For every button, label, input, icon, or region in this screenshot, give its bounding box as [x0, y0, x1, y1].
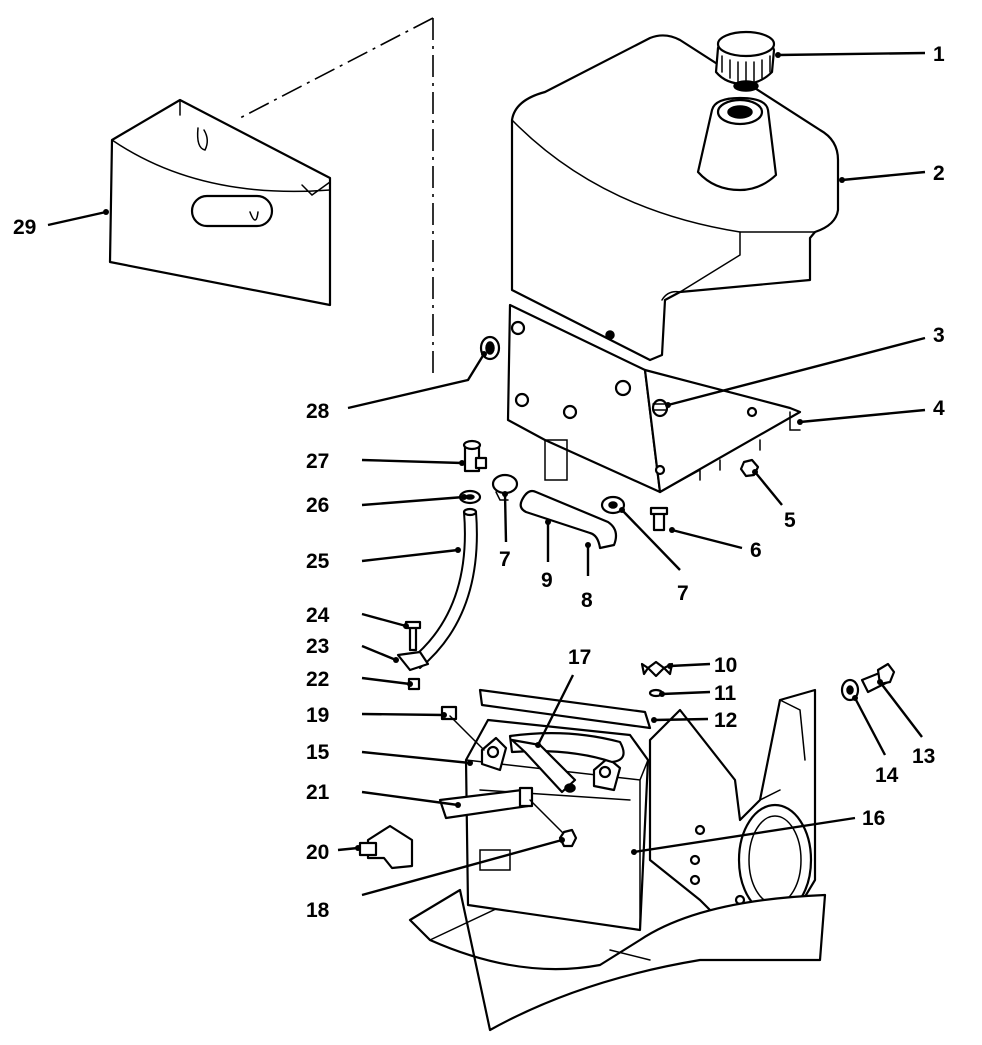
battery — [464, 718, 650, 932]
fuel-tank — [510, 34, 840, 362]
callout-16: 16 — [862, 807, 885, 830]
callout-18: 18 — [306, 899, 330, 922]
callout-11: 11 — [714, 682, 737, 705]
alignment-line — [239, 17, 434, 378]
callout-19: 19 — [306, 704, 329, 727]
callout-13: 13 — [912, 745, 935, 768]
callout-17: 17 — [568, 646, 591, 669]
callout-26: 26 — [306, 494, 329, 517]
callout-29: 29 — [13, 216, 36, 239]
callout-24: 24 — [306, 604, 330, 627]
callout-12: 12 — [714, 709, 737, 732]
callout-2: 2 — [933, 162, 945, 185]
callout-25: 25 — [306, 550, 330, 573]
fuel-line — [409, 507, 478, 669]
callout-9: 9 — [541, 569, 553, 592]
cable-hardware — [358, 705, 578, 870]
callout-5: 5 — [784, 509, 796, 532]
callout-6: 6 — [750, 539, 762, 562]
callout-23: 23 — [306, 635, 329, 658]
callout-4: 4 — [933, 397, 945, 420]
callout-15: 15 — [306, 741, 330, 764]
callout-7-right: 7 — [677, 582, 689, 605]
callout-27: 27 — [306, 450, 329, 473]
callout-10: 10 — [714, 654, 737, 677]
line-clamp-hardware — [396, 620, 430, 691]
callout-28: 28 — [306, 400, 330, 423]
callout-labels: 1 2 3 4 5 6 7 7 8 9 10 11 12 13 14 15 16… — [13, 43, 945, 922]
fasteners-upper — [479, 335, 760, 532]
hold-down-bar — [478, 688, 652, 730]
hold-down-hardware — [640, 660, 896, 702]
callout-7-left: 7 — [499, 548, 511, 571]
callout-1: 1 — [933, 43, 945, 66]
fuel-fittings — [458, 439, 626, 550]
callout-8: 8 — [581, 589, 593, 612]
callout-21: 21 — [306, 781, 330, 804]
callout-14: 14 — [875, 764, 899, 787]
leader-lines — [47, 51, 926, 897]
callout-3: 3 — [933, 324, 945, 347]
callout-22: 22 — [306, 668, 329, 691]
tank-cap — [714, 30, 776, 92]
heat-shield — [108, 98, 332, 307]
callout-20: 20 — [306, 841, 329, 864]
